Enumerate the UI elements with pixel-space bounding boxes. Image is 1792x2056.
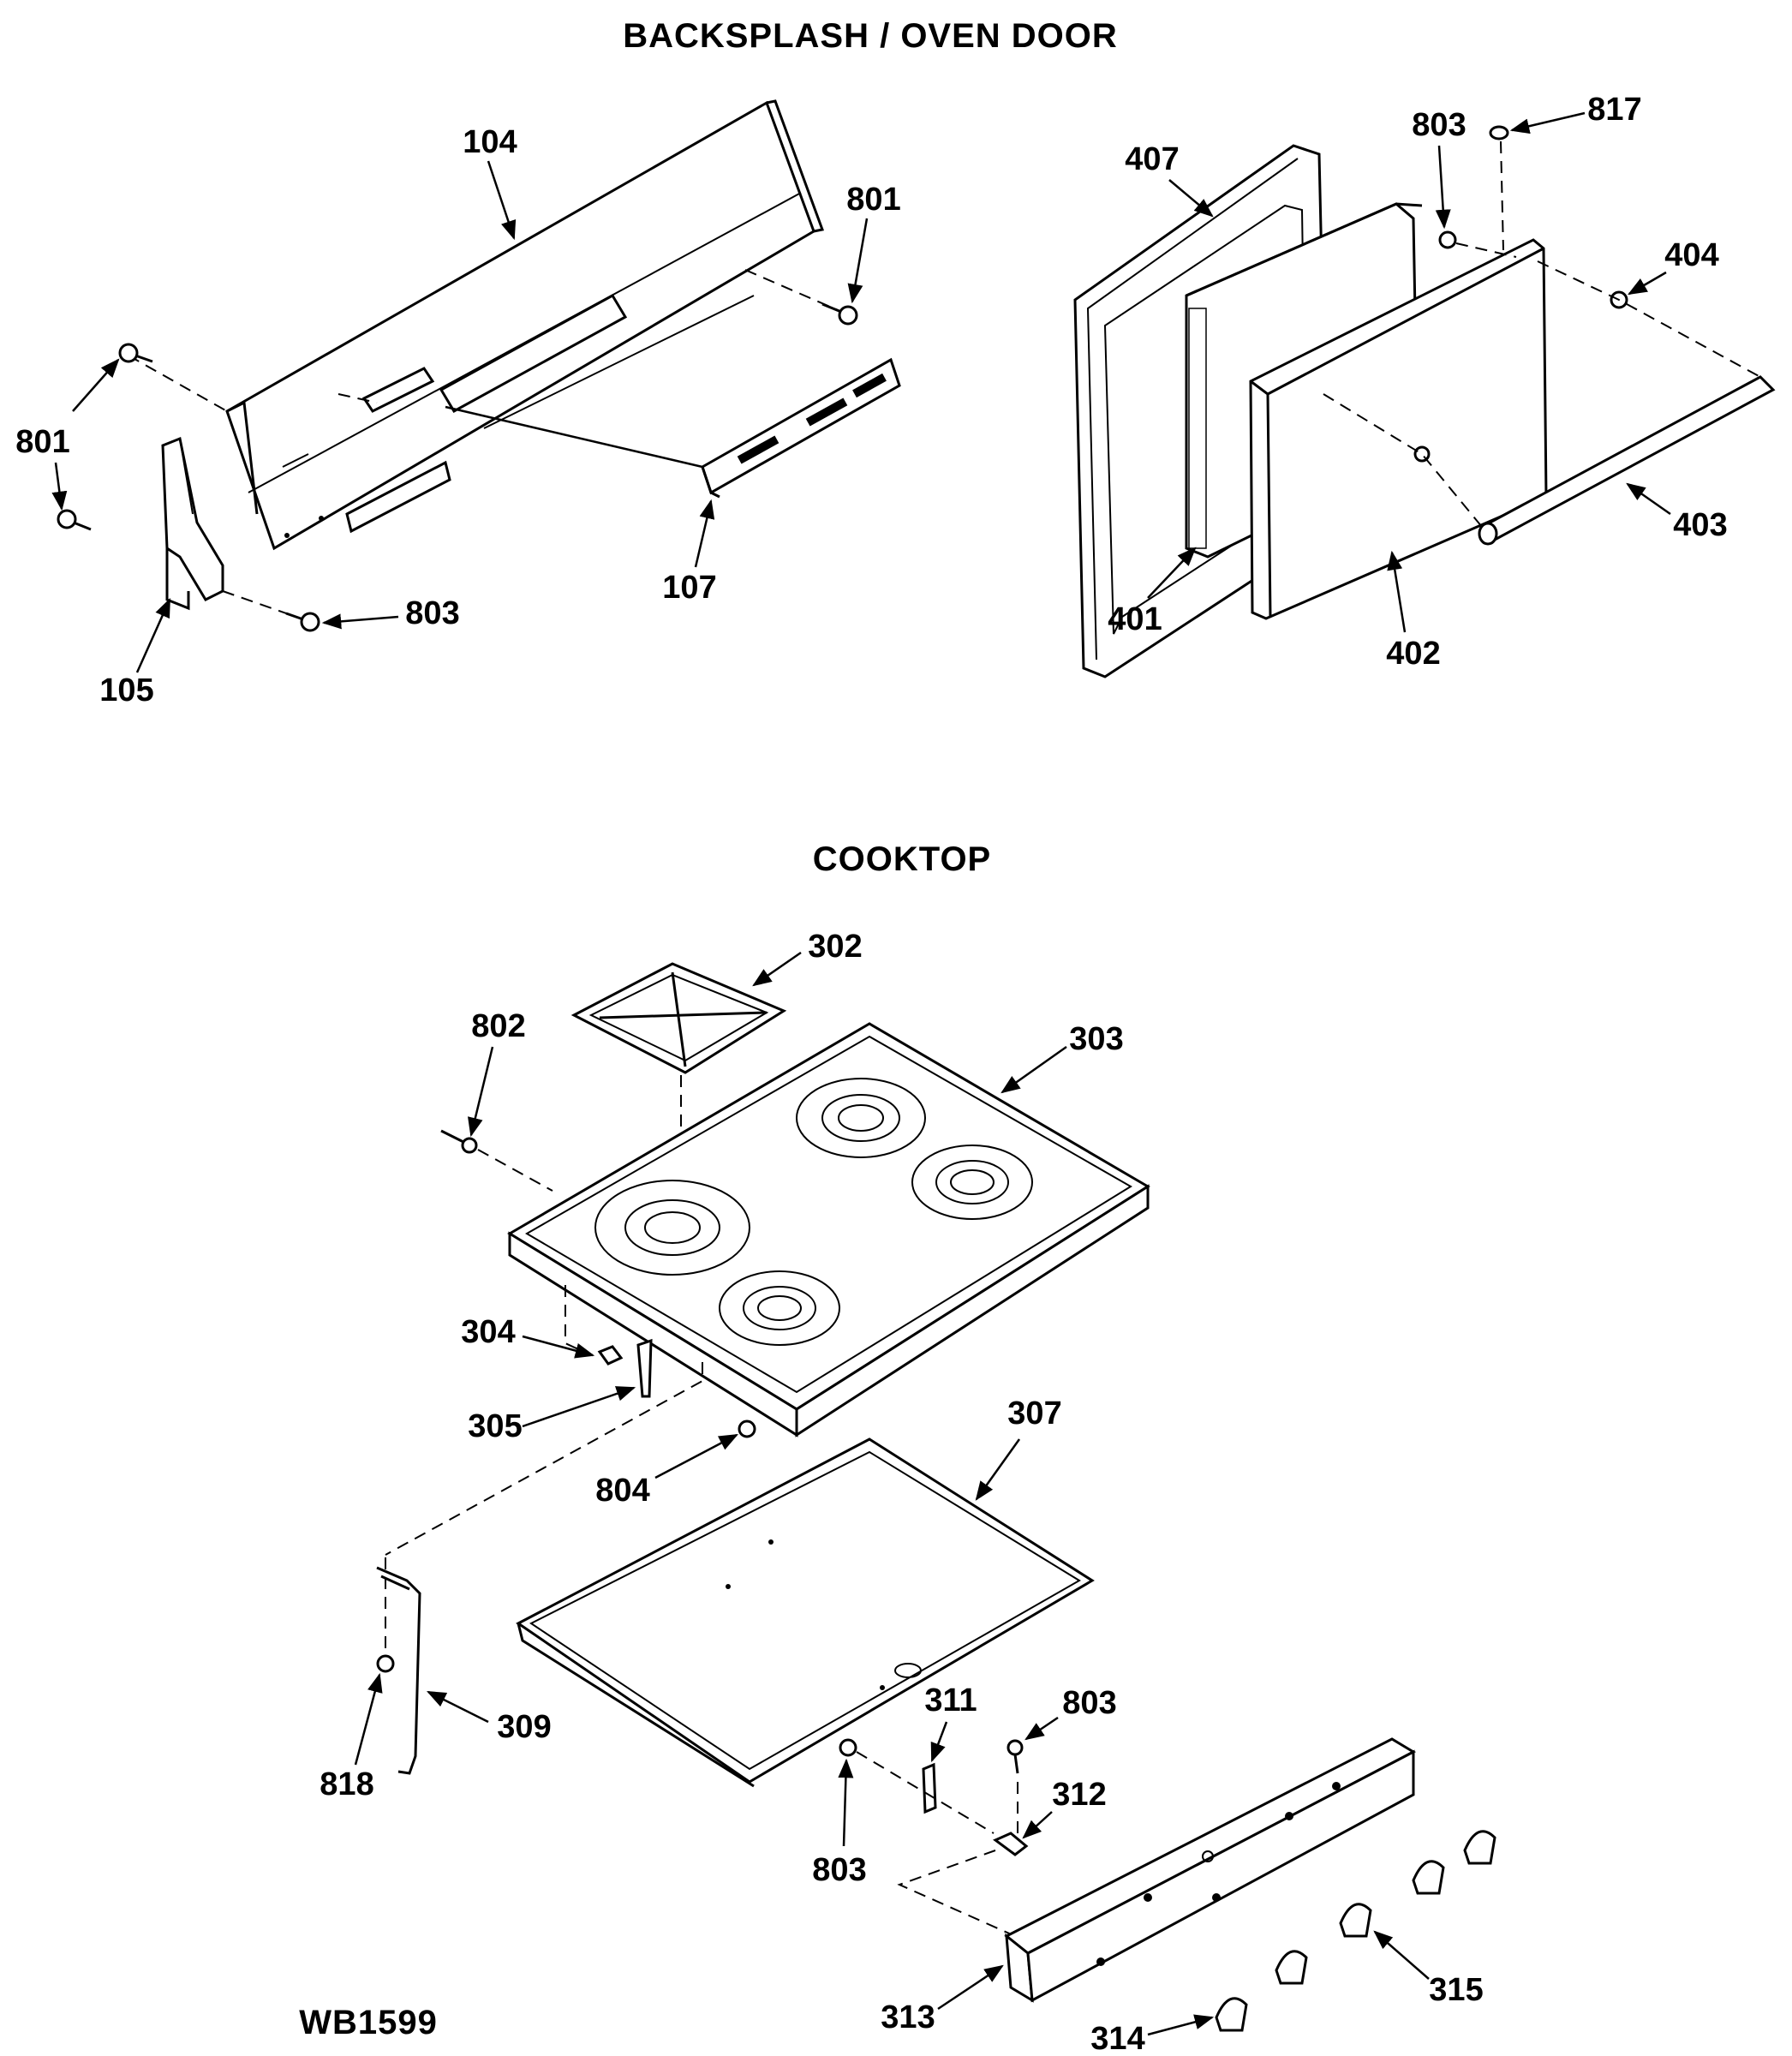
- screw-817: [1489, 125, 1509, 140]
- burner-well-front-right: [719, 1270, 840, 1346]
- callout-303: 303: [1069, 1021, 1123, 1057]
- leader-dash: [128, 355, 228, 412]
- leader-dash: [1500, 140, 1504, 251]
- bracket-311: [922, 1762, 937, 1814]
- callout-311: 311: [924, 1682, 977, 1718]
- screw-803-panel: [839, 1738, 857, 1757]
- knob-314: [1215, 1997, 1248, 2032]
- burner-well-back-right: [911, 1145, 1033, 1220]
- callout-402: 402: [1386, 636, 1440, 672]
- callout-801-left: 801: [15, 424, 69, 460]
- callout-302: 302: [808, 929, 862, 965]
- leader-dash: [856, 1751, 995, 1834]
- section-title-cooktop: COOKTOP: [813, 840, 992, 878]
- bracket-305: [636, 1338, 653, 1398]
- callout-305: 305: [468, 1408, 522, 1444]
- leader-dash: [385, 1362, 703, 1556]
- callout-313: 313: [881, 1999, 935, 2035]
- leader-dash: [477, 1149, 553, 1192]
- screw-803-door: [1438, 230, 1457, 249]
- backsplash-panel-104: [225, 99, 825, 551]
- callout-407: 407: [1125, 141, 1179, 177]
- screw-804: [738, 1419, 756, 1438]
- leader-dash: [1323, 393, 1483, 528]
- callout-312: 312: [1052, 1777, 1106, 1813]
- screw-803-upper: [1007, 1739, 1024, 1774]
- burner-grate-302: [570, 962, 787, 1074]
- callout-404: 404: [1664, 237, 1718, 273]
- screw-801-lower: [57, 509, 92, 531]
- clip-304: [597, 1345, 624, 1366]
- callout-803-bottom: 803: [812, 1852, 866, 1888]
- callout-818: 818: [320, 1766, 373, 1802]
- callout-105: 105: [99, 672, 153, 708]
- callout-803-door: 803: [1412, 107, 1466, 143]
- end-bracket-105: [161, 436, 224, 611]
- callout-401: 401: [1108, 601, 1162, 637]
- leader-dash: [337, 393, 378, 403]
- burner-well-front-left: [594, 1180, 750, 1276]
- door-handle-403: [1478, 375, 1776, 546]
- cooktop-303: [507, 1022, 1150, 1437]
- outer-door-402: [1249, 238, 1548, 620]
- callout-803-backsplash: 803: [405, 595, 459, 631]
- callout-304: 304: [461, 1314, 515, 1350]
- callout-804: 804: [595, 1473, 649, 1509]
- control-panel-313: [1004, 1737, 1417, 2003]
- leader-dash: [1455, 242, 1517, 258]
- callout-802: 802: [471, 1008, 525, 1044]
- knob-5: [1463, 1830, 1496, 1865]
- knob-315: [1339, 1903, 1372, 1938]
- bracket-312: [993, 1832, 1029, 1856]
- callout-104: 104: [463, 124, 517, 160]
- leader-dash: [1537, 260, 1761, 378]
- callout-801-right: 801: [846, 182, 900, 218]
- callout-309: 309: [497, 1709, 551, 1745]
- leader-dash: [897, 1850, 1016, 1937]
- callout-315: 315: [1429, 1972, 1483, 2008]
- callout-403: 403: [1673, 507, 1727, 543]
- vent-grille-107: [701, 357, 901, 499]
- burner-well-back-left: [796, 1078, 926, 1158]
- screw-818: [376, 1654, 395, 1673]
- leader-dash: [222, 590, 309, 622]
- callout-307: 307: [1007, 1396, 1061, 1431]
- callout-107: 107: [662, 570, 716, 606]
- screw-802: [440, 1129, 478, 1154]
- diagram-code: WB1599: [299, 2004, 438, 2041]
- section-title-backsplash: BACKSPLASH / OVEN DOOR: [623, 17, 1118, 55]
- knob-4: [1412, 1860, 1445, 1895]
- screw-801-right: [821, 302, 858, 326]
- callout-817: 817: [1587, 92, 1641, 128]
- bottom-panel-307: [516, 1437, 1095, 1788]
- callout-803-top: 803: [1062, 1685, 1116, 1721]
- callout-314: 314: [1090, 2021, 1144, 2056]
- screw-801-upper: [118, 343, 153, 363]
- knob-2: [1275, 1950, 1308, 1985]
- screw-803-lower: [285, 612, 320, 632]
